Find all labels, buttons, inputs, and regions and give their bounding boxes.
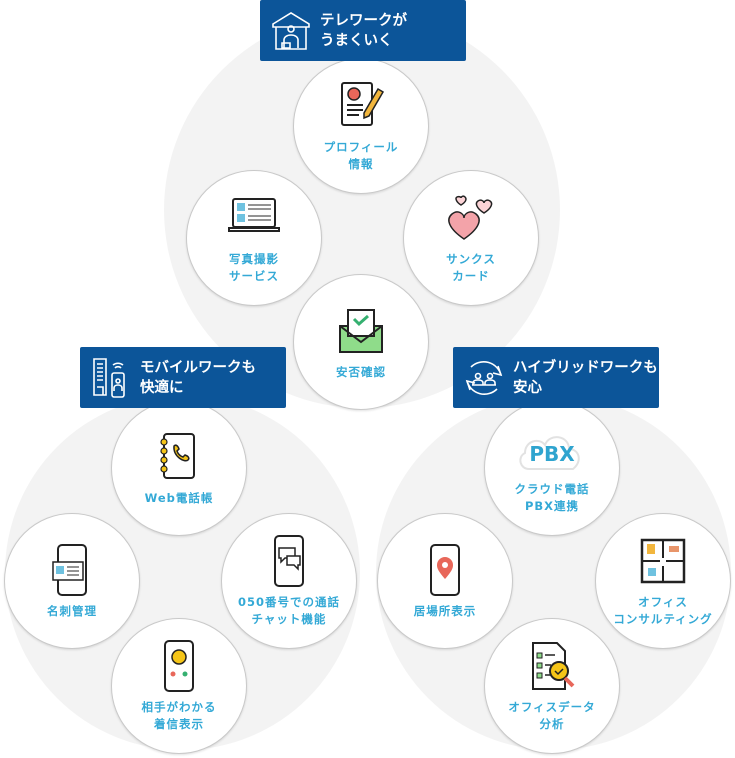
floor-plan-icon [640,538,686,584]
banner-title: モバイルワークも 快適に [140,359,256,396]
feature-label: サンクス カード [446,252,496,283]
feature-location[interactable]: 居場所表示 [377,513,513,649]
location-phone-icon [430,543,460,596]
mobile-banner: モバイルワークも 快適に [80,347,286,408]
feature-label: 名刺管理 [47,603,97,618]
feature-label: プロフィール 情報 [323,140,399,171]
home-office-icon [272,11,310,50]
feature-photo[interactable]: 写真撮影 サービス [186,170,322,306]
feature-label: Web電話帳 [144,490,214,505]
envelope-check-icon [339,308,383,353]
chat-phone-icon [274,535,304,587]
feature-label: クラウド電話 PBX連携 [514,482,590,513]
feature-thanks[interactable]: サンクス カード [403,170,539,306]
laptop-icon [228,198,280,232]
feature-office-data[interactable]: オフィスデータ 分析 [484,618,620,754]
feature-cloud-pbx[interactable]: PBX クラウド電話 PBX連携 [484,400,620,536]
cloud-pbx-icon: PBX [519,436,580,470]
feature-label: オフィスデータ 分析 [508,700,596,731]
hybrid-banner: ハイブリッドワークも 安心 [453,347,659,408]
banner-title: テレワークが うまくいく [320,12,407,49]
feature-050-call-chat[interactable]: 050番号での通話 チャット機能 [221,513,357,649]
hearts-icon [448,195,493,240]
building-phone-icon [93,357,125,398]
feature-label: 相手がわかる 着信表示 [141,700,217,731]
feature-label: 050番号での通話 チャット機能 [237,595,340,626]
feature-caller-id[interactable]: 相手がわかる 着信表示 [111,618,247,754]
business-card-phone-icon [52,543,87,596]
feature-label: 写真撮影 サービス [229,252,279,283]
feature-web-phonebook[interactable]: Web電話帳 [111,400,247,536]
banner-title: ハイブリッドワークも 安心 [513,359,658,396]
hybrid-meeting-cycle-icon [465,360,503,395]
feature-label: 居場所表示 [413,603,477,618]
feature-profile[interactable]: プロフィール 情報 [293,58,429,194]
feature-safety[interactable]: 安否確認 [293,274,429,410]
telework-banner: テレワークが うまくいく [260,0,466,61]
caller-id-phone-icon [164,640,194,692]
feature-office-consulting[interactable]: オフィス コンサルティング [595,513,731,649]
data-analysis-icon [532,642,575,690]
profile-document-icon [341,82,385,126]
feature-business-card[interactable]: 名刺管理 [4,513,140,649]
phonebook-icon [160,432,195,479]
pbx-icon-text: PBX [529,442,575,466]
feature-label: オフィス コンサルティング [613,595,713,626]
feature-label: 安否確認 [336,364,386,379]
